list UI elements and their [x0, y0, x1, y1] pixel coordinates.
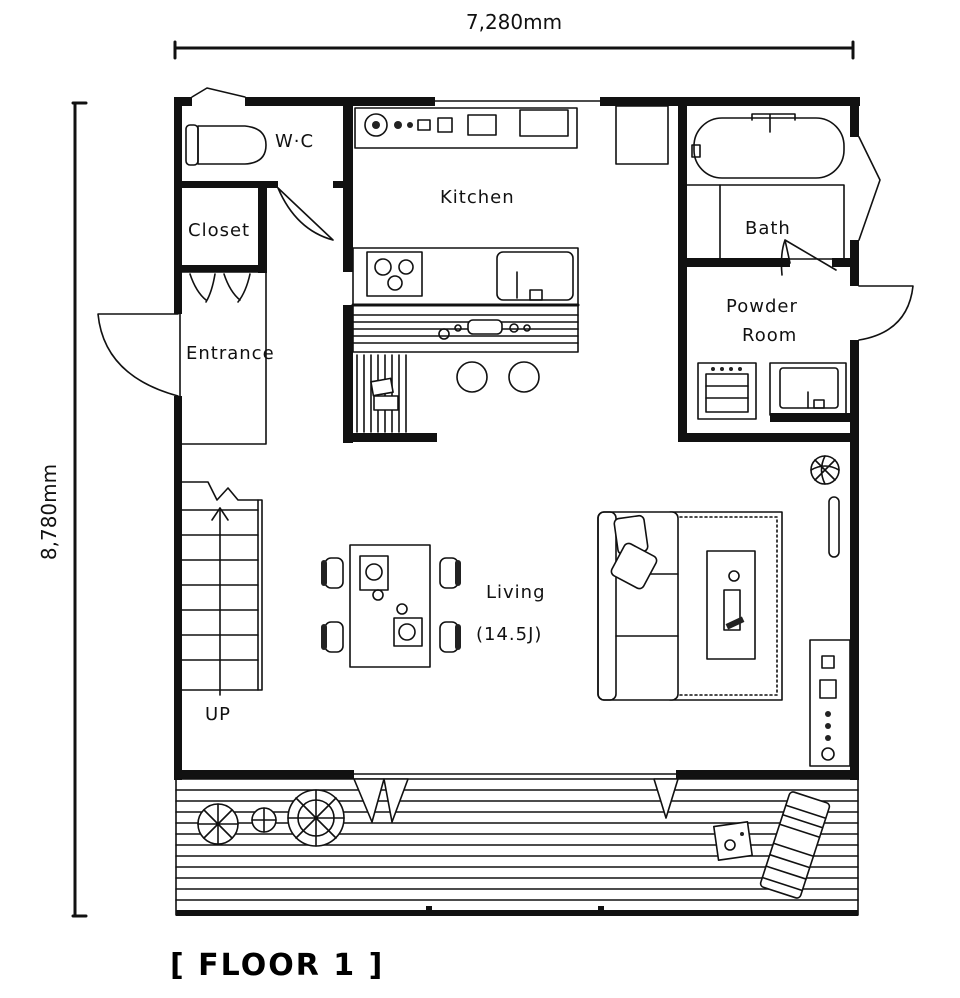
- plant-icon: [287, 789, 345, 847]
- bath-room: Bath: [685, 113, 881, 276]
- deck-lounge-chair: [759, 791, 831, 899]
- cooktop: [366, 251, 423, 297]
- entrance-room: Entrance: [97, 271, 275, 445]
- plant-icon: [810, 455, 840, 485]
- living-label: Living: [486, 582, 546, 603]
- entrance-label: Entrance: [186, 343, 275, 364]
- kitchen-sink: [496, 251, 574, 301]
- width-dimension: 7,280mm: [173, 10, 855, 60]
- bath-label: Bath: [745, 218, 791, 239]
- floor-label: [ FLOOR 1 ]: [170, 948, 384, 983]
- rug: [669, 511, 783, 701]
- plant-icon: [197, 803, 239, 845]
- coffee-table: [706, 550, 756, 660]
- stairs-label: UP: [205, 704, 231, 725]
- dining-chair: [439, 557, 461, 589]
- living-size-label: (14.5J): [476, 624, 542, 645]
- powder-room-door[interactable]: [858, 285, 914, 341]
- powder-room-label-1: Powder: [726, 296, 798, 317]
- bathtub: [693, 117, 845, 179]
- washing-machine: [697, 362, 757, 420]
- exterior-walls: [174, 97, 860, 780]
- closet-label: Closet: [188, 220, 250, 241]
- kitchen-label: Kitchen: [440, 187, 515, 208]
- living-room: Living (14.5J): [321, 455, 851, 767]
- refrigerator: [615, 105, 669, 165]
- entrance-door[interactable]: [97, 313, 179, 397]
- interior-walls: [174, 97, 859, 443]
- depth-dimension-label: 8,780mm: [37, 464, 61, 560]
- dining-chair: [439, 621, 461, 653]
- kitchen-room: Kitchen: [351, 105, 669, 433]
- deck: [175, 778, 859, 916]
- width-dimension-label: 7,280mm: [466, 10, 562, 34]
- kitchen-counter: [354, 107, 578, 149]
- powder-room-label-2: Room: [742, 325, 797, 346]
- wc-label: W·C: [275, 131, 314, 152]
- depth-dimension: 8,780mm: [37, 101, 88, 918]
- powder-room: Powder Room: [697, 285, 914, 420]
- bar-stool: [456, 361, 488, 393]
- kitchen-island: [352, 247, 579, 353]
- bath-window-door: [858, 136, 881, 241]
- wc-room: W·C: [185, 87, 334, 241]
- plant-icon: [251, 807, 277, 833]
- bar-stool: [508, 361, 540, 393]
- staircase: UP: [181, 481, 263, 725]
- tv-cabinet: [809, 639, 851, 767]
- dining-chair: [321, 557, 344, 589]
- vanity-sink: [769, 362, 847, 416]
- closet-room: Closet: [188, 220, 251, 303]
- dining-table: [349, 544, 431, 668]
- dining-chair: [321, 621, 344, 653]
